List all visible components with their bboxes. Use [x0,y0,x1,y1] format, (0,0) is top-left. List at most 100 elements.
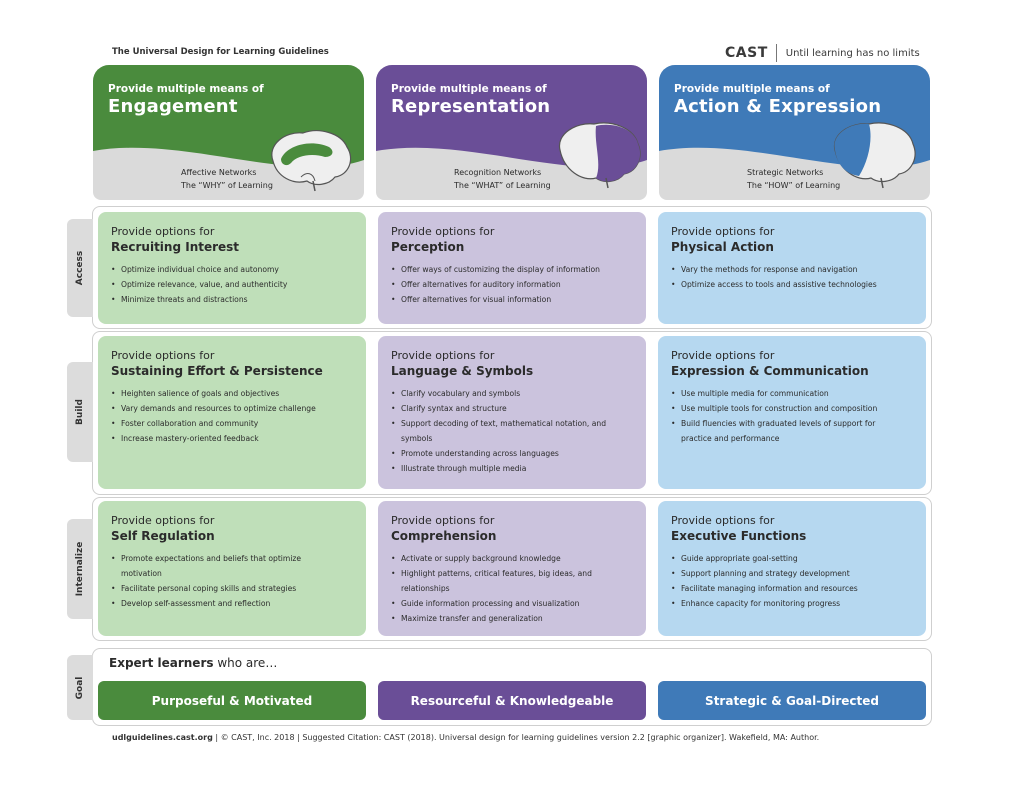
checkpoint-item: Use multiple media for communication [671,386,906,401]
checkpoint-item: Highlight patterns, critical features, b… [391,566,606,596]
checkpoint-item: Vary the methods for response and naviga… [671,262,914,277]
checkpoint-list: Vary the methods for response and naviga… [671,262,914,292]
principle-prefix: Provide multiple means of [108,83,264,95]
guideline-prefix: Provide options for [391,349,495,362]
checkpoint-item: Guide information processing and visuali… [391,596,606,611]
row-label-internalize: Internalize [67,519,93,619]
checkpoint-item: Guide appropriate goal-setting [671,551,914,566]
checkpoint-item: Vary demands and resources to optimize c… [111,401,354,416]
brain-icon [833,122,916,189]
goal-strategic-goal-directed: Strategic & Goal-Directed [658,681,926,720]
brand-tagline: Until learning has no limits [785,47,920,59]
principle-prefix: Provide multiple means of [391,83,547,95]
guideline-title: Language & Symbols [391,364,534,378]
goal-heading-rest: who are… [213,656,278,670]
network-text: Recognition Networks The “WHAT” of Learn… [454,166,551,192]
cast-brand: CAST Until learning has no limits [725,44,920,62]
checkpoint-list: Clarify vocabulary and symbols Clarify s… [391,386,616,476]
checkpoint-list: Optimize individual choice and autonomy … [111,262,354,307]
guideline-title: Physical Action [671,240,774,254]
principle-title: Representation [391,96,551,117]
guideline-title: Executive Functions [671,529,807,543]
guideline-prefix: Provide options for [671,225,775,238]
checkpoint-item: Foster collaboration and community [111,416,354,431]
network-name: Affective Networks [181,168,257,177]
row-label-access: Access [67,219,93,317]
guideline-prefix: Provide options for [111,349,215,362]
principle-title: Engagement [108,96,238,117]
checkpoint-item: Facilitate managing information and reso… [671,581,914,596]
row-label-text: Goal [75,676,85,699]
checkpoint-item: Offer alternatives for auditory informat… [391,277,634,292]
checkpoint-item: Support decoding of text, mathematical n… [391,416,616,446]
checkpoint-item: Optimize relevance, value, and authentic… [111,277,354,292]
checkpoint-item: Increase mastery-oriented feedback [111,431,354,446]
checkpoint-item: Minimize threats and distractions [111,292,354,307]
checkpoint-item: Facilitate personal coping skills and st… [111,581,316,596]
checkpoint-item: Promote expectations and beliefs that op… [111,551,316,581]
network-name: Strategic Networks [747,168,824,177]
guideline-perception: Provide options for Perception Offer way… [378,212,646,324]
checkpoint-item: Promote understanding across languages [391,446,616,461]
footer-rest: | © CAST, Inc. 2018 | Suggested Citation… [212,733,820,742]
guideline-self-regulation: Provide options for Self Regulation Prom… [98,501,366,636]
guideline-comprehension: Provide options for Comprehension Activa… [378,501,646,636]
guideline-title: Recruiting Interest [111,240,240,254]
principle-header-representation: Provide multiple means of Representation… [376,65,647,200]
goal-heading: Expert learners who are… [109,656,277,670]
row-label-text: Build [75,399,85,425]
principle-prefix: Provide multiple means of [674,83,830,95]
network-question: The “WHAT” of Learning [454,181,551,190]
checkpoint-item: Optimize access to tools and assistive t… [671,277,914,292]
network-text: Affective Networks The “WHY” of Learning [181,166,273,192]
guideline-prefix: Provide options for [391,225,495,238]
brand-divider [775,44,777,62]
network-question: The “HOW” of Learning [747,181,841,190]
checkpoint-item: Maximize transfer and generalization [391,611,606,626]
checkpoint-item: Heighten salience of goals and objective… [111,386,354,401]
guideline-expression-communication: Provide options for Expression & Communi… [658,336,926,489]
guideline-prefix: Provide options for [671,514,775,527]
brand-name: CAST [725,45,768,61]
brain-icon [271,130,352,192]
guideline-executive-functions: Provide options for Executive Functions … [658,501,926,636]
brain-icon [558,122,641,189]
row-label-text: Internalize [75,541,85,597]
goal-purposeful-motivated: Purposeful & Motivated [98,681,366,720]
checkpoint-item: Enhance capacity for monitoring progress [671,596,914,611]
checkpoint-list: Guide appropriate goal-setting Support p… [671,551,914,611]
footer-citation: udlguidelines.cast.org | © CAST, Inc. 20… [112,733,819,742]
checkpoint-list: Activate or supply background knowledge … [391,551,606,626]
guideline-prefix: Provide options for [111,225,215,238]
network-name: Recognition Networks [454,168,542,177]
row-label-goal: Goal [67,655,93,720]
guideline-prefix: Provide options for [391,514,495,527]
checkpoint-list: Use multiple media for communication Use… [671,386,906,446]
checkpoint-item: Activate or supply background knowledge [391,551,606,566]
guideline-physical-action: Provide options for Physical Action Vary… [658,212,926,324]
guideline-title: Self Regulation [111,529,215,543]
guideline-language-symbols: Provide options for Language & Symbols C… [378,336,646,489]
checkpoint-item: Build fluencies with graduated levels of… [671,416,906,446]
checkpoint-item: Offer ways of customizing the display of… [391,262,634,277]
guideline-title: Expression & Communication [671,364,869,378]
network-question: The “WHY” of Learning [181,181,273,190]
network-text: Strategic Networks The “HOW” of Learning [747,166,840,192]
checkpoint-item: Illustrate through multiple media [391,461,616,476]
document-title: The Universal Design for Learning Guidel… [112,47,329,57]
principle-header-engagement: Provide multiple means of Engagement Aff… [93,65,364,200]
guideline-title: Comprehension [391,529,497,543]
checkpoint-item: Offer alternatives for visual informatio… [391,292,634,307]
checkpoint-list: Promote expectations and beliefs that op… [111,551,316,611]
guideline-prefix: Provide options for [671,349,775,362]
checkpoint-list: Offer ways of customizing the display of… [391,262,634,307]
goal-resourceful-knowledgeable: Resourceful & Knowledgeable [378,681,646,720]
guideline-title: Sustaining Effort & Persistence [111,364,323,378]
footer-site: udlguidelines.cast.org [112,733,213,742]
guideline-prefix: Provide options for [111,514,215,527]
guideline-title: Perception [391,240,465,254]
checkpoint-item: Clarify syntax and structure [391,401,616,416]
checkpoint-item: Develop self-assessment and reflection [111,596,316,611]
goal-heading-bold: Expert learners [109,656,214,670]
checkpoint-item: Optimize individual choice and autonomy [111,262,354,277]
